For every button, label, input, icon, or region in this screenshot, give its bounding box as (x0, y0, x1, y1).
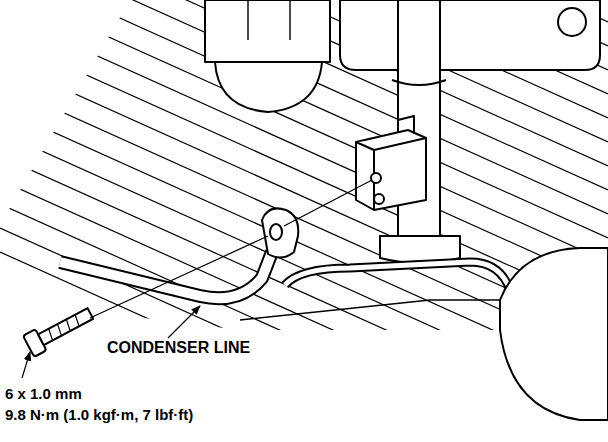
components (23, 0, 608, 420)
part-label: CONDENSER LINE (106, 339, 251, 357)
torque-label: 9.8 N·m (1.0 kgf·m, 7 lbf·ft) (4, 406, 194, 423)
leader-lines (22, 180, 372, 378)
dimension-label: 6 x 1.0 mm (4, 385, 83, 402)
